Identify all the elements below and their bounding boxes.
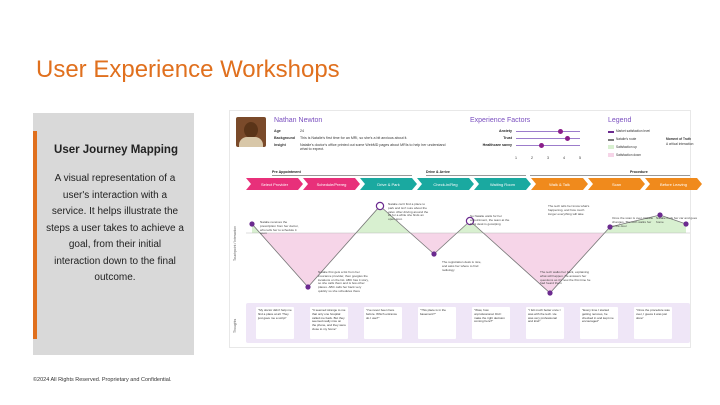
thought-card: "My doctor didn't help me find a place a… <box>256 307 294 339</box>
stage-chevron: Before Leaving <box>645 178 702 190</box>
factor-label: Anxiety <box>499 129 512 133</box>
thought-card: "Wow, how unprofessional. Did I make the… <box>472 307 510 339</box>
phase-divider <box>272 175 412 176</box>
legend-swatch <box>608 153 614 157</box>
thought-card: "Every time I started getting nervous, h… <box>580 307 618 339</box>
stage-chevron: Select Provider <box>246 178 303 190</box>
factor-track <box>516 145 580 146</box>
touchpoint-note: The tech tells her know what's happening… <box>548 204 590 216</box>
thought-card: "It seemed strange to me that only one h… <box>310 307 348 339</box>
thought-card: "This place is in the basement?" <box>418 307 456 339</box>
curve-point <box>431 251 437 257</box>
persona-photo <box>236 117 266 147</box>
phase-label: Drive & Arrive <box>426 170 450 174</box>
stage-chevron: Scan <box>588 178 645 190</box>
factor-label: Healthcare savvy <box>482 143 512 147</box>
footer-copyright: ©2024 All Rights Reserved. Proprietary a… <box>33 377 172 383</box>
touchpoint-note: So Natalie waits for her appointment, th… <box>470 214 510 226</box>
satisfaction-down-area <box>252 233 686 293</box>
stage-chevron: Drive & Park <box>360 178 417 190</box>
touchpoint-note: Natalie finds her car and goes home <box>656 216 698 224</box>
legend-item: Satisfaction up <box>616 145 637 149</box>
stage-chevron: Walk & Talk <box>531 178 588 190</box>
thought-card: "I've never been here before. Which entr… <box>364 307 402 339</box>
factor-marker <box>539 143 545 148</box>
stage-chevron: Waiting Room <box>474 178 531 190</box>
curve-point <box>305 284 311 290</box>
legend-swatch <box>608 131 614 133</box>
thought-card: "Once the procedure was over, I guess it… <box>634 307 672 339</box>
satisfaction-up-area <box>252 206 686 233</box>
sidebar-heading: User Journey Mapping <box>54 144 178 156</box>
phase-label: Procedure <box>630 170 648 174</box>
legend-side-item: Moment of Truth <box>666 137 691 141</box>
factor-tick: 5 <box>579 156 581 160</box>
factor-tick: 2 <box>531 156 533 160</box>
factor-tick: 1 <box>515 156 517 160</box>
thoughts-lane: "My doctor didn't help me find a place a… <box>246 303 690 343</box>
legend-item: Satisfaction down <box>616 153 641 157</box>
factor-marker <box>564 136 570 141</box>
phase-divider <box>426 175 526 176</box>
touchpoint-note: Natalie can't find a place to park and i… <box>388 202 429 222</box>
factor-tick: 3 <box>547 156 549 160</box>
factor-marker <box>558 129 564 134</box>
touchpoint-note: Natalie receives the prescription from h… <box>260 220 299 236</box>
factor-tick: 4 <box>563 156 565 160</box>
curve-point <box>249 221 255 227</box>
sidebar-panel: User Journey Mapping A visual representa… <box>33 113 194 355</box>
touchpoint-note: Natalie first gets a list from her insur… <box>318 270 369 293</box>
thought-card: "I felt much better once I was with the … <box>526 307 564 339</box>
touchpoint-note: The registration desk is nice, and asks … <box>442 260 482 272</box>
touchpoint-note: The tech walks her back, explaining what… <box>540 270 591 286</box>
curve-point <box>657 212 663 218</box>
curve-point <box>607 224 613 230</box>
legend-swatch <box>608 145 614 149</box>
legend-side-item: A critical interaction <box>666 142 694 146</box>
slide-title: User Experience Workshops <box>36 56 340 83</box>
satisfaction-curve <box>246 201 690 296</box>
curve-point <box>547 290 553 296</box>
persona-name: Nathan Newton <box>274 117 323 124</box>
experience-factors-title: Experience Factors <box>470 117 531 124</box>
curve-point <box>465 216 475 226</box>
touchpoint-note: Once the scan is over, Natalie changes. … <box>612 216 654 228</box>
stage-chevron: Check-in/Reg <box>417 178 474 190</box>
curve-point <box>683 221 689 227</box>
factor-track <box>516 131 580 132</box>
stage-chevron: Schedule/Prereg <box>303 178 360 190</box>
accent-stripe <box>33 131 37 339</box>
legend-item: Market satisfaction level <box>616 129 651 133</box>
sidebar-body: A visual representation of a user's inte… <box>46 173 184 283</box>
factor-label: Trust <box>503 136 512 140</box>
factor-track <box>516 138 580 139</box>
legend-swatch <box>608 139 614 141</box>
axis-label-thoughts: Thoughts <box>233 318 237 333</box>
legend-title: Legend <box>608 117 632 124</box>
phase-divider <box>530 175 690 176</box>
legend-item: Natalie's route <box>616 137 637 141</box>
phase-label: Pre Appointment <box>272 170 301 174</box>
curve-point <box>375 201 385 211</box>
